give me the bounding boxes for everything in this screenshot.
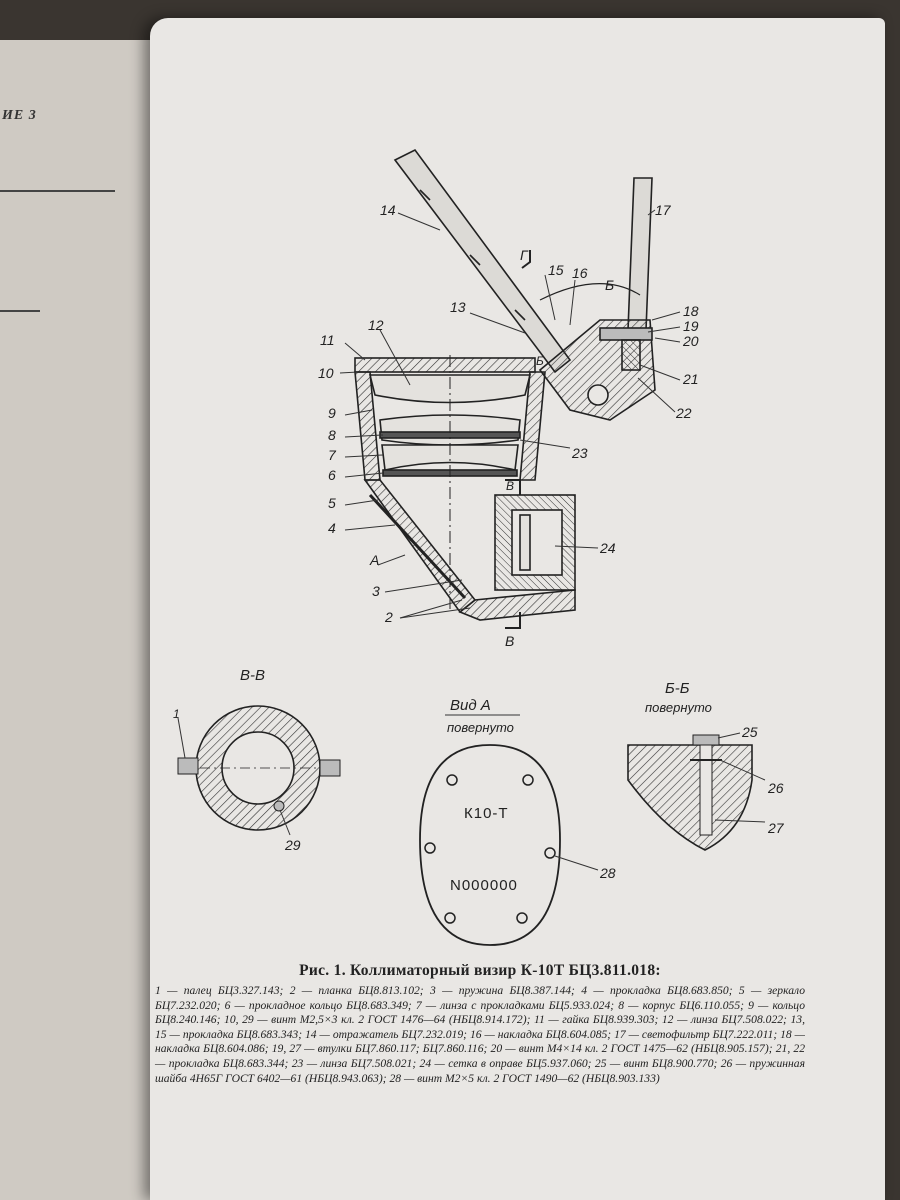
leader-lines bbox=[339, 209, 681, 619]
part-label: 17 bbox=[655, 202, 672, 218]
section-arc-b bbox=[539, 283, 641, 301]
part-label: 25 bbox=[741, 724, 758, 740]
part-label: 13 bbox=[450, 299, 466, 315]
part-label: 6 bbox=[328, 467, 336, 483]
section-vv-pin bbox=[177, 757, 199, 775]
reflector-hatch bbox=[419, 189, 431, 201]
nameplate-screw bbox=[516, 912, 528, 924]
reflector-hatch bbox=[514, 309, 526, 321]
nameplate-outline bbox=[419, 744, 561, 946]
section-line-v bbox=[505, 479, 521, 495]
part-labels: 14 17 15 16 13 12 11 10 9 8 7 6 5 4 3 2 … bbox=[318, 202, 699, 649]
part-label: 1 bbox=[173, 707, 180, 721]
part-label: 26 bbox=[767, 780, 784, 796]
left-page-rule bbox=[0, 190, 115, 192]
part-label: 21 bbox=[682, 371, 699, 387]
part-label: 28 bbox=[599, 865, 616, 881]
main-section-drawing bbox=[354, 148, 656, 629]
view-a-subtitle: повернуто bbox=[447, 720, 514, 735]
reticle-glass bbox=[519, 514, 531, 571]
section-bb-title: Б-Б bbox=[665, 680, 690, 697]
leader-line bbox=[717, 732, 741, 739]
part-label: 15 bbox=[548, 262, 564, 278]
gasket-21 bbox=[621, 339, 641, 371]
leader-line bbox=[719, 759, 766, 781]
leader-line bbox=[554, 855, 599, 871]
part-label: 5 bbox=[328, 495, 336, 511]
part-label: 3 bbox=[372, 583, 380, 599]
view-mark-a: А bbox=[369, 552, 379, 568]
section-mark-b: Б bbox=[536, 354, 544, 368]
leader-line bbox=[177, 717, 186, 759]
mirror-5 bbox=[368, 493, 467, 600]
lower-housing bbox=[458, 589, 576, 621]
section-bb: Б-Б повернуто 25 26 27 bbox=[627, 680, 785, 851]
caption-title: Рис. 1. Коллиматорный визир К-10Т БЦ3.81… bbox=[299, 962, 661, 979]
hinge-pin bbox=[587, 384, 609, 406]
nameplate-screw bbox=[446, 774, 458, 786]
part-label: 2 bbox=[384, 609, 393, 625]
part-label: 10 bbox=[318, 365, 334, 381]
view-a: Вид А повернуто К10-Т N000000 28 bbox=[419, 697, 616, 946]
section-line-v bbox=[505, 612, 521, 629]
figure: 14 17 15 16 13 12 11 10 9 8 7 6 5 4 3 2 … bbox=[173, 148, 785, 946]
section-mark-b: Б bbox=[605, 277, 614, 293]
section-bb-body bbox=[627, 744, 753, 851]
section-mark-v: В bbox=[505, 633, 514, 649]
part-label: 16 bbox=[572, 265, 588, 281]
part-label: 22 bbox=[675, 405, 692, 421]
part-label: 8 bbox=[328, 427, 336, 443]
part-label: 24 bbox=[599, 540, 616, 556]
section-mark-g: Г bbox=[520, 247, 529, 263]
left-page: ИЕ 3 bbox=[0, 40, 150, 1200]
left-page-rule bbox=[0, 310, 40, 312]
section-vv-title: В-В bbox=[240, 667, 265, 684]
section-bb-subtitle: повернуто bbox=[645, 700, 712, 715]
nameplate-screw bbox=[522, 774, 534, 786]
reflector-14 bbox=[393, 148, 572, 374]
section-vv-pin bbox=[319, 759, 341, 777]
part-label: 19 bbox=[683, 318, 699, 334]
body-right-wall bbox=[519, 371, 546, 481]
leader-line bbox=[279, 809, 291, 836]
left-page-header: ИЕ 3 bbox=[2, 108, 37, 123]
screw-25 bbox=[692, 734, 720, 746]
part-label: 9 bbox=[328, 405, 336, 421]
part-label: 18 bbox=[683, 303, 699, 319]
section-mark-v: В bbox=[506, 479, 514, 493]
part-label: 20 bbox=[682, 333, 699, 349]
sleeve-27 bbox=[699, 744, 713, 836]
view-a-title: Вид А bbox=[450, 697, 491, 714]
section-vv: В-В 1 29 bbox=[173, 667, 341, 853]
nameplate-screw bbox=[544, 847, 556, 859]
nameplate-screw bbox=[424, 842, 436, 854]
part-label: 11 bbox=[320, 332, 335, 348]
filter-17 bbox=[627, 177, 653, 331]
nameplate-model: К10-Т bbox=[464, 805, 509, 822]
leader-line bbox=[714, 819, 766, 823]
nameplate-screw bbox=[444, 912, 456, 924]
section-vv-screw bbox=[273, 800, 285, 812]
nameplate-serial: N000000 bbox=[450, 877, 518, 894]
screw-20 bbox=[599, 327, 653, 341]
reflector-hatch bbox=[469, 254, 481, 266]
part-label: 29 bbox=[284, 837, 301, 853]
part-label: 23 bbox=[571, 445, 588, 461]
part-label: 12 bbox=[368, 317, 384, 333]
part-label: 14 bbox=[380, 202, 396, 218]
document-page: 14 17 15 16 13 12 11 10 9 8 7 6 5 4 3 2 … bbox=[150, 18, 885, 1200]
section-line-g bbox=[521, 250, 531, 269]
part-label: 7 bbox=[328, 447, 337, 463]
part-label: 27 bbox=[767, 820, 785, 836]
nut-11 bbox=[354, 357, 536, 373]
part-label: 4 bbox=[328, 520, 336, 536]
caption-legend: 1 — палец БЦ3.327.143; 2 — планка БЦ8.81… bbox=[155, 984, 805, 1085]
figure-caption: Рис. 1. Коллиматорный визир К-10Т БЦ3.81… bbox=[155, 962, 805, 1086]
